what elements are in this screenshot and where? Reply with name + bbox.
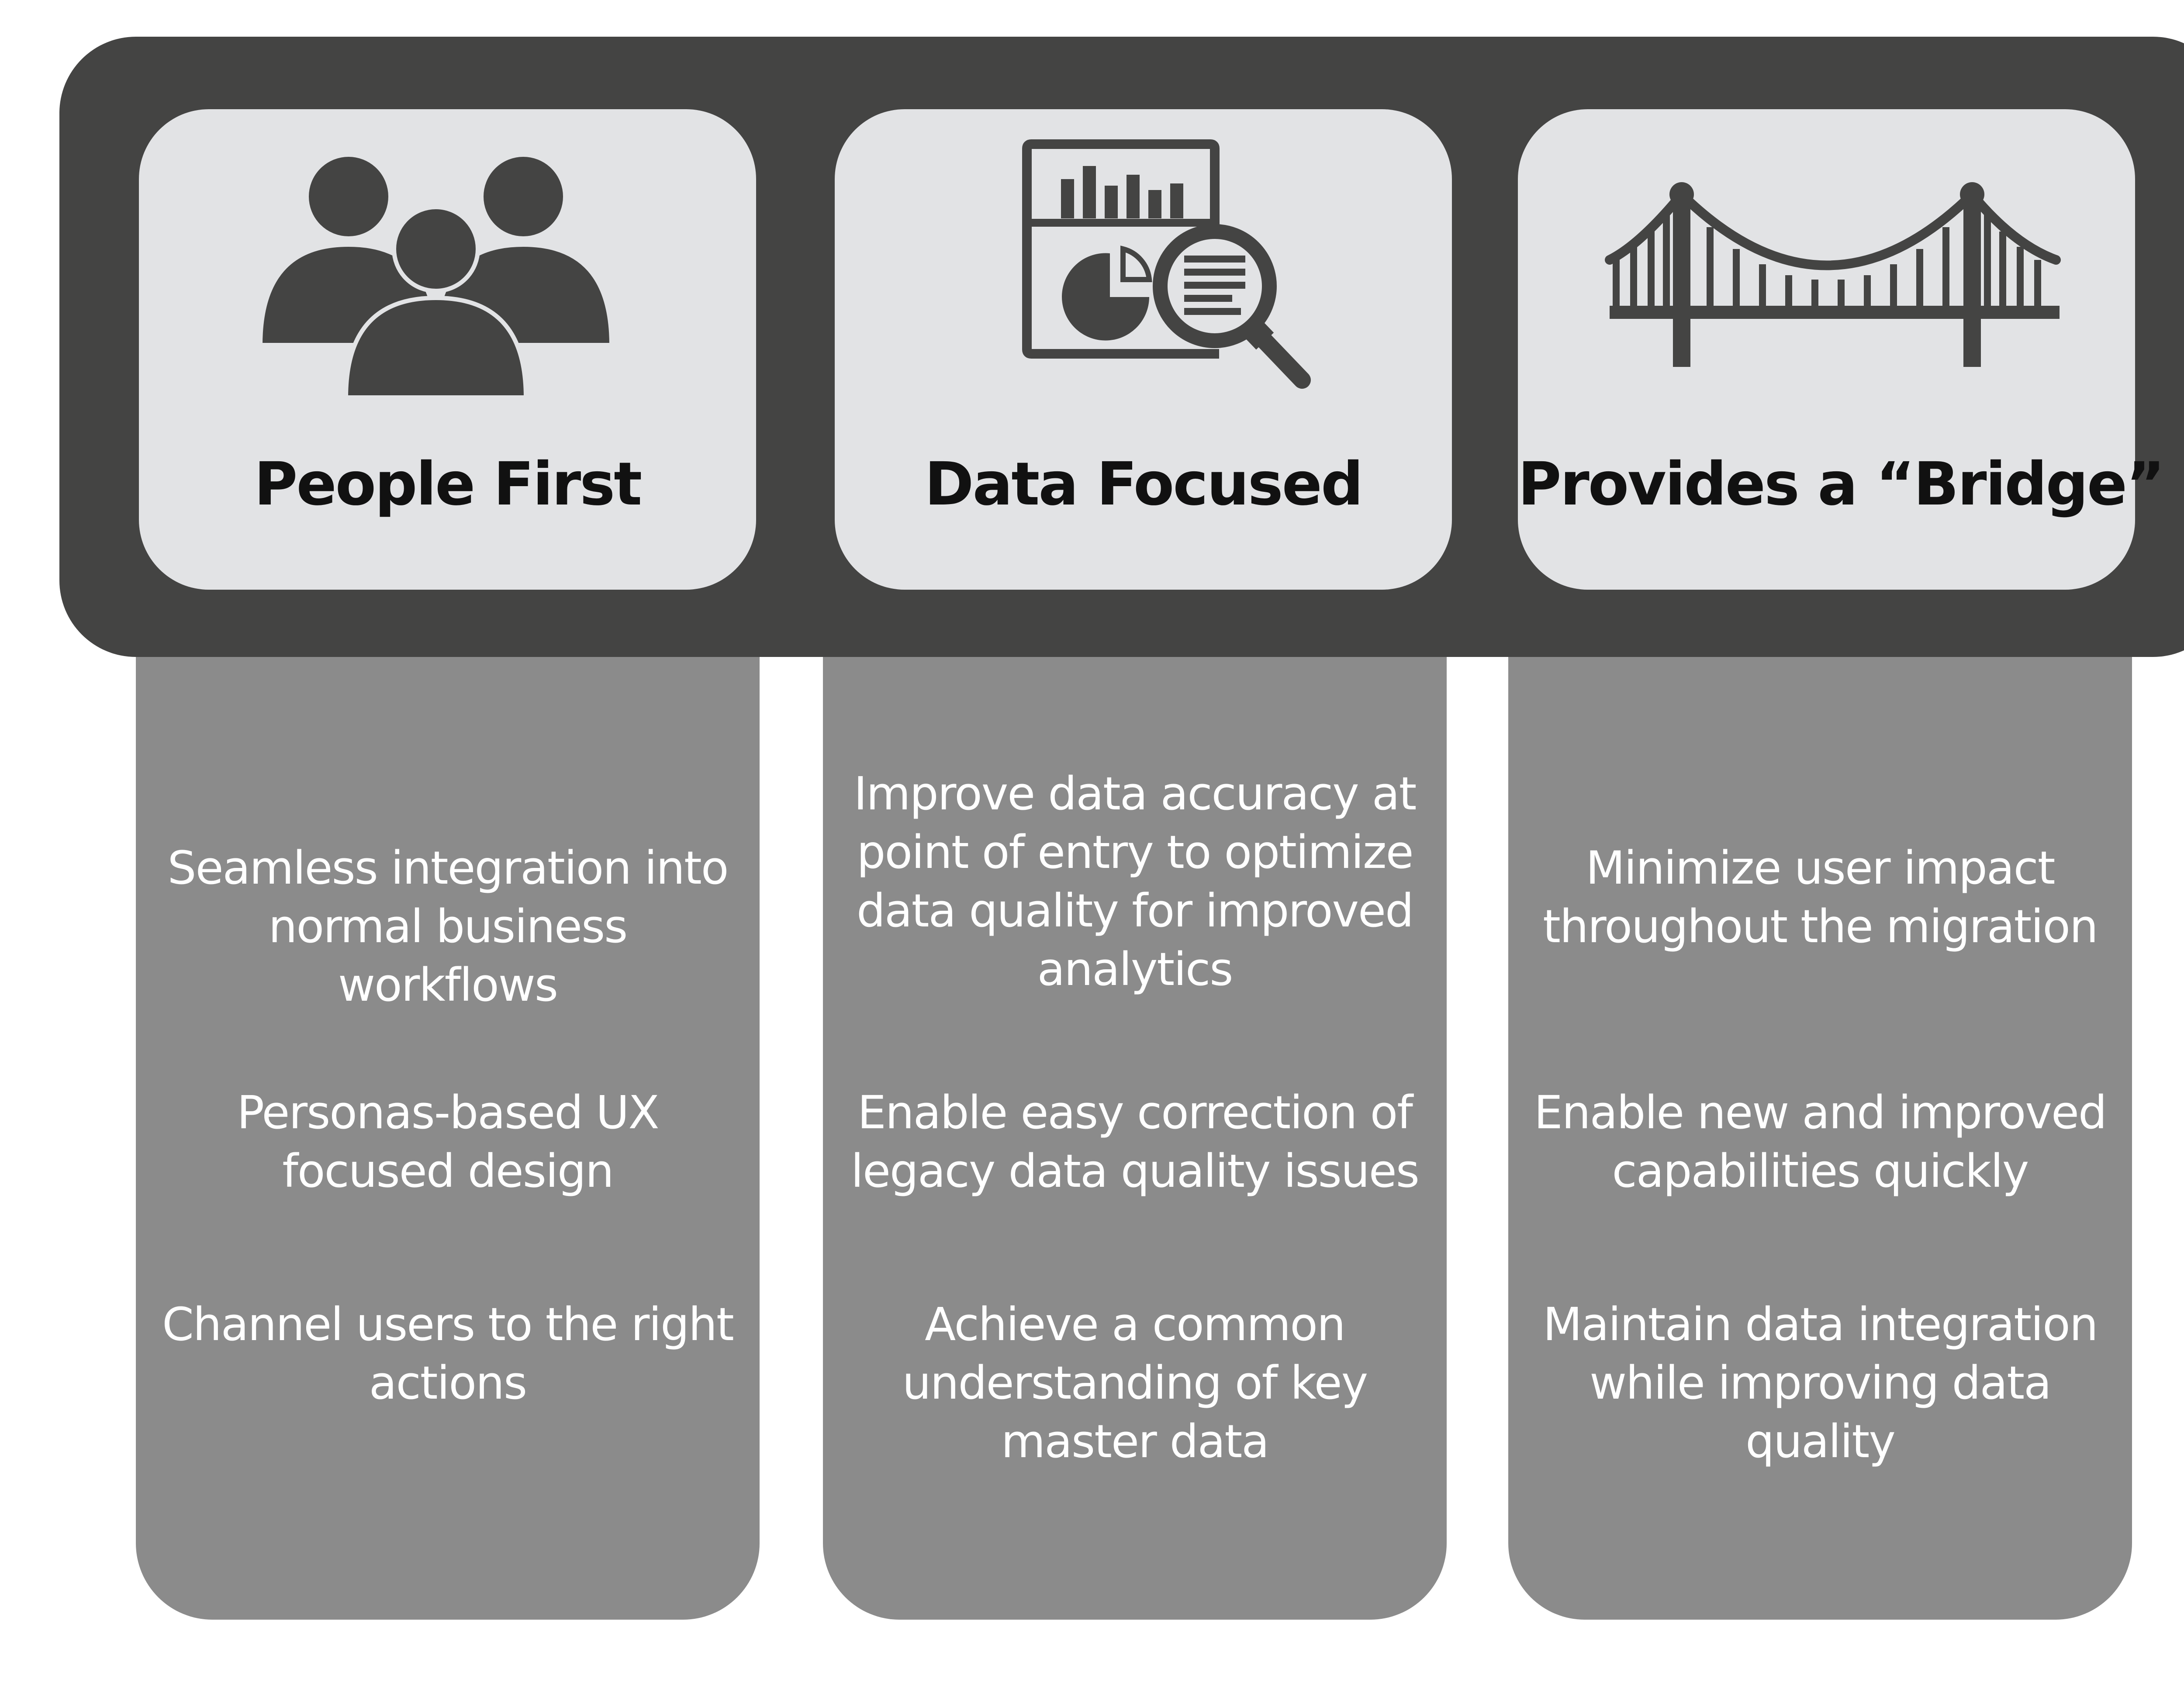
people-first-card: People First <box>139 109 756 590</box>
data-focused-card: Data Focused <box>835 109 1452 590</box>
data-focused-point-1: Improve data accuracy at point of entry … <box>854 767 1417 996</box>
people-first-point-1: Seamless integration into normal busines… <box>167 841 729 1012</box>
data-focused-title: Data Focused <box>924 450 1364 519</box>
people-group-icon <box>258 152 614 400</box>
bridge-pillar: Minimize user impact throughout the migr… <box>1508 607 2132 1620</box>
bridge-point-2: Enable new and improved capabilities qui… <box>1534 1086 2107 1198</box>
people-first-point-3: Channel users to the right actions <box>162 1298 734 1410</box>
data-focused-pillar: Improve data accuracy at point of entry … <box>823 607 1447 1620</box>
bridge-point-1: Minimize user impact throughout the migr… <box>1543 841 2098 953</box>
suspension-bridge-icon <box>1605 182 2061 367</box>
people-first-title: People First <box>254 450 642 519</box>
bridge-title: Provides a “Bridge” <box>1518 450 2165 519</box>
data-focused-point-3: Achieve a common understanding of key ma… <box>902 1298 1368 1468</box>
people-first-pillar: Seamless integration into normal busines… <box>136 607 760 1620</box>
data-focused-point-2: Enable easy correction of legacy data qu… <box>851 1086 1420 1198</box>
people-first-point-2: Personas-based UX focused design <box>237 1086 659 1198</box>
bridge-card: Provides a “Bridge” <box>1518 109 2165 590</box>
bridge-point-3: Maintain data integration while improvin… <box>1543 1298 2098 1468</box>
data-analysis-magnifier-icon <box>1022 139 1311 389</box>
